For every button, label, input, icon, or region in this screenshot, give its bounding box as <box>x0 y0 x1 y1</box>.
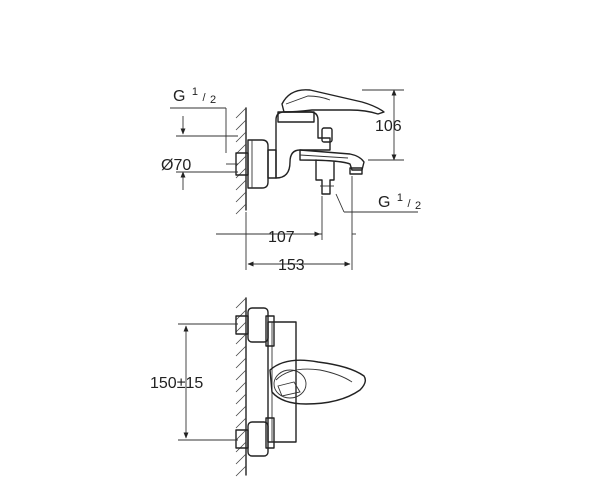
label-thread-left: G 1 / 2 <box>173 82 216 106</box>
bath-spout <box>299 149 365 171</box>
front-body <box>267 321 297 443</box>
front-view <box>235 297 367 477</box>
lower-rosette <box>247 421 269 457</box>
dim-107 <box>216 176 356 240</box>
mixer-lever <box>281 89 385 115</box>
wall-bottom <box>235 297 247 477</box>
rosette <box>247 139 269 189</box>
dim-153 <box>245 212 353 270</box>
label-center-distance: 150±15 <box>150 375 203 392</box>
label-diameter: Ø70 <box>161 157 191 174</box>
side-view <box>226 89 385 215</box>
upper-rosette <box>247 307 269 343</box>
diverter-knob <box>321 127 333 143</box>
dim-thread-right <box>335 193 418 213</box>
wall-top <box>235 107 247 215</box>
dim-center-distance <box>178 323 238 441</box>
label-107: 107 <box>268 229 295 246</box>
dim-106 <box>362 89 404 161</box>
label-106: 106 <box>375 118 402 135</box>
label-153: 153 <box>278 257 305 274</box>
front-lever <box>269 359 367 405</box>
shower-outlet <box>315 159 335 195</box>
label-thread-right: G 1 / 2 <box>378 188 421 212</box>
dim-thread-left <box>170 107 238 190</box>
